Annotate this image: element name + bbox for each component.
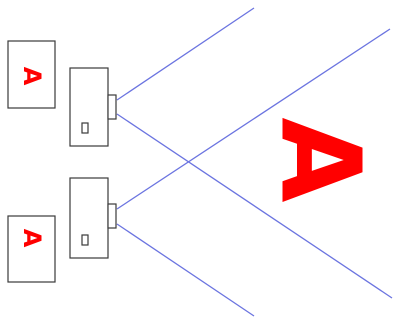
monitor-bottom-frame	[7, 215, 56, 283]
monitor-bottom: A	[7, 215, 56, 283]
monitor-top: A	[7, 40, 56, 109]
monitor-top-letter: A	[18, 67, 46, 86]
monitor-bottom-letter: A	[18, 229, 46, 248]
bottom-projector-beam-upper	[116, 28, 391, 210]
top-projector-beam-upper	[116, 7, 255, 101]
bottom-projector	[69, 177, 117, 259]
projected-letter: A	[257, 117, 385, 202]
bottom-projector-body	[69, 177, 109, 259]
top-projector-lens	[107, 94, 117, 120]
bottom-projector-lens	[107, 203, 117, 229]
projection-beams	[116, 7, 393, 317]
bottom-projector-indicator	[81, 234, 89, 246]
top-projector-beam-lower	[116, 113, 393, 299]
top-projector-indicator	[81, 122, 89, 134]
monitor-top-frame	[7, 40, 56, 109]
top-projector-body	[69, 67, 109, 147]
top-projector	[69, 67, 117, 147]
bottom-projector-beam-lower	[116, 223, 255, 317]
